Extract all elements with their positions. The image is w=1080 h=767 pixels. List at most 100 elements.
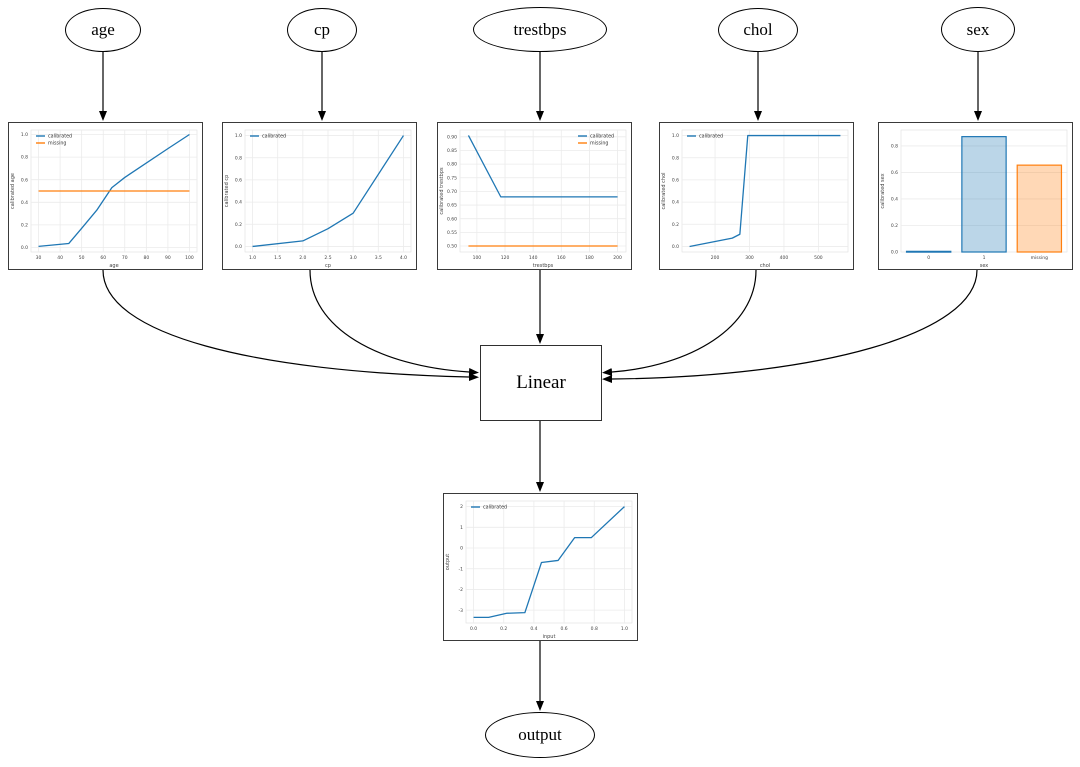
- svg-text:2: 2: [460, 504, 463, 510]
- bar-1: [961, 136, 1007, 253]
- x-axis-label: chol: [760, 263, 770, 269]
- svg-text:0.2: 0.2: [672, 222, 679, 228]
- svg-text:2.5: 2.5: [324, 255, 331, 261]
- input-node-trestbps: trestbps: [473, 7, 607, 52]
- y-axis-label: calibrated age: [10, 173, 16, 209]
- svg-text:3.5: 3.5: [375, 255, 382, 261]
- legend-label-calibrated: calibrated: [48, 134, 72, 140]
- edge-age-calibrator-to-linear: [102, 269, 479, 381]
- linear-node-label: Linear: [516, 372, 566, 393]
- chart-grid: [244, 129, 412, 253]
- svg-text:60: 60: [100, 255, 106, 261]
- output-node-label: output: [518, 725, 562, 744]
- series-calibrated: [467, 135, 618, 198]
- svg-text:50: 50: [79, 255, 85, 261]
- svg-text:200: 200: [613, 255, 622, 261]
- svg-text:0.80: 0.80: [447, 162, 457, 168]
- input-node-sex: sex: [941, 7, 1015, 52]
- svg-text:0.75: 0.75: [447, 175, 457, 181]
- legend-label-calibrated: calibrated: [262, 134, 286, 140]
- x-axis-label: input: [543, 634, 556, 640]
- input-node-cp: cp: [287, 8, 357, 52]
- svg-text:0.55: 0.55: [447, 230, 457, 236]
- svg-text:200: 200: [711, 255, 720, 261]
- svg-text:4.0: 4.0: [400, 255, 407, 261]
- svg-text:400: 400: [780, 255, 789, 261]
- svg-text:0.90: 0.90: [447, 134, 457, 140]
- input-node-cp-label: cp: [313, 20, 331, 39]
- svg-text:40: 40: [57, 255, 63, 261]
- svg-text:140: 140: [529, 255, 538, 261]
- legend-label-calibrated: calibrated: [483, 505, 507, 511]
- linear-node: Linear: [480, 345, 602, 421]
- svg-text:0.6: 0.6: [561, 626, 568, 632]
- svg-text:0.60: 0.60: [447, 216, 457, 222]
- bar-missing: [1016, 164, 1063, 253]
- svg-text:0.4: 0.4: [530, 626, 537, 632]
- svg-text:0.0: 0.0: [21, 245, 28, 251]
- y-axis-label: calibrated cp: [224, 175, 230, 208]
- svg-text:0: 0: [460, 546, 463, 552]
- chart-legend: calibrated: [471, 505, 507, 511]
- y-axis-label: output: [445, 554, 451, 571]
- legend-label-missing: missing: [590, 141, 608, 147]
- x-axis-label: trestbps: [533, 263, 554, 269]
- y-axis-label: calibrated sex: [880, 173, 886, 208]
- svg-text:500: 500: [814, 255, 823, 261]
- svg-text:0.65: 0.65: [447, 203, 457, 209]
- svg-text:0.85: 0.85: [447, 148, 457, 154]
- chart-legend: calibrated: [687, 134, 723, 140]
- bar-0: [905, 250, 952, 253]
- svg-text:0.8: 0.8: [672, 155, 679, 161]
- svg-text:0: 0: [927, 255, 930, 261]
- svg-text:0.0: 0.0: [891, 250, 898, 256]
- chart-grid: [681, 129, 849, 253]
- svg-text:0.0: 0.0: [235, 244, 242, 250]
- svg-text:30: 30: [36, 255, 42, 261]
- svg-text:3.0: 3.0: [350, 255, 357, 261]
- svg-text:-1: -1: [459, 566, 464, 572]
- svg-text:180: 180: [585, 255, 594, 261]
- svg-text:0.8: 0.8: [235, 155, 242, 161]
- svg-text:80: 80: [143, 255, 149, 261]
- input-node-chol: chol: [718, 8, 798, 52]
- series-calibrated: [473, 506, 625, 619]
- x-axis-label: cp: [325, 263, 331, 269]
- svg-text:0.2: 0.2: [235, 222, 242, 228]
- svg-text:0.2: 0.2: [21, 222, 28, 228]
- series-calibrated: [252, 135, 405, 248]
- svg-text:0.6: 0.6: [21, 177, 28, 183]
- svg-text:0.6: 0.6: [672, 178, 679, 184]
- output-node: output: [485, 712, 595, 758]
- svg-text:0.4: 0.4: [235, 200, 242, 206]
- y-axis-label: calibrated trestbps: [439, 167, 445, 215]
- svg-text:120: 120: [501, 255, 510, 261]
- svg-text:0.2: 0.2: [891, 223, 898, 229]
- x-axis-label: age: [109, 263, 118, 269]
- edge-chol-calibrator-to-linear: [602, 269, 757, 376]
- svg-text:-3: -3: [459, 608, 464, 614]
- svg-text:0.6: 0.6: [235, 178, 242, 184]
- y-axis-label: calibrated chol: [661, 172, 667, 209]
- svg-text:0.4: 0.4: [891, 197, 898, 203]
- svg-text:1: 1: [460, 525, 463, 531]
- svg-text:300: 300: [745, 255, 754, 261]
- chart-grid: [459, 129, 627, 253]
- svg-text:0.4: 0.4: [672, 200, 679, 206]
- input-node-age-label: age: [91, 20, 115, 39]
